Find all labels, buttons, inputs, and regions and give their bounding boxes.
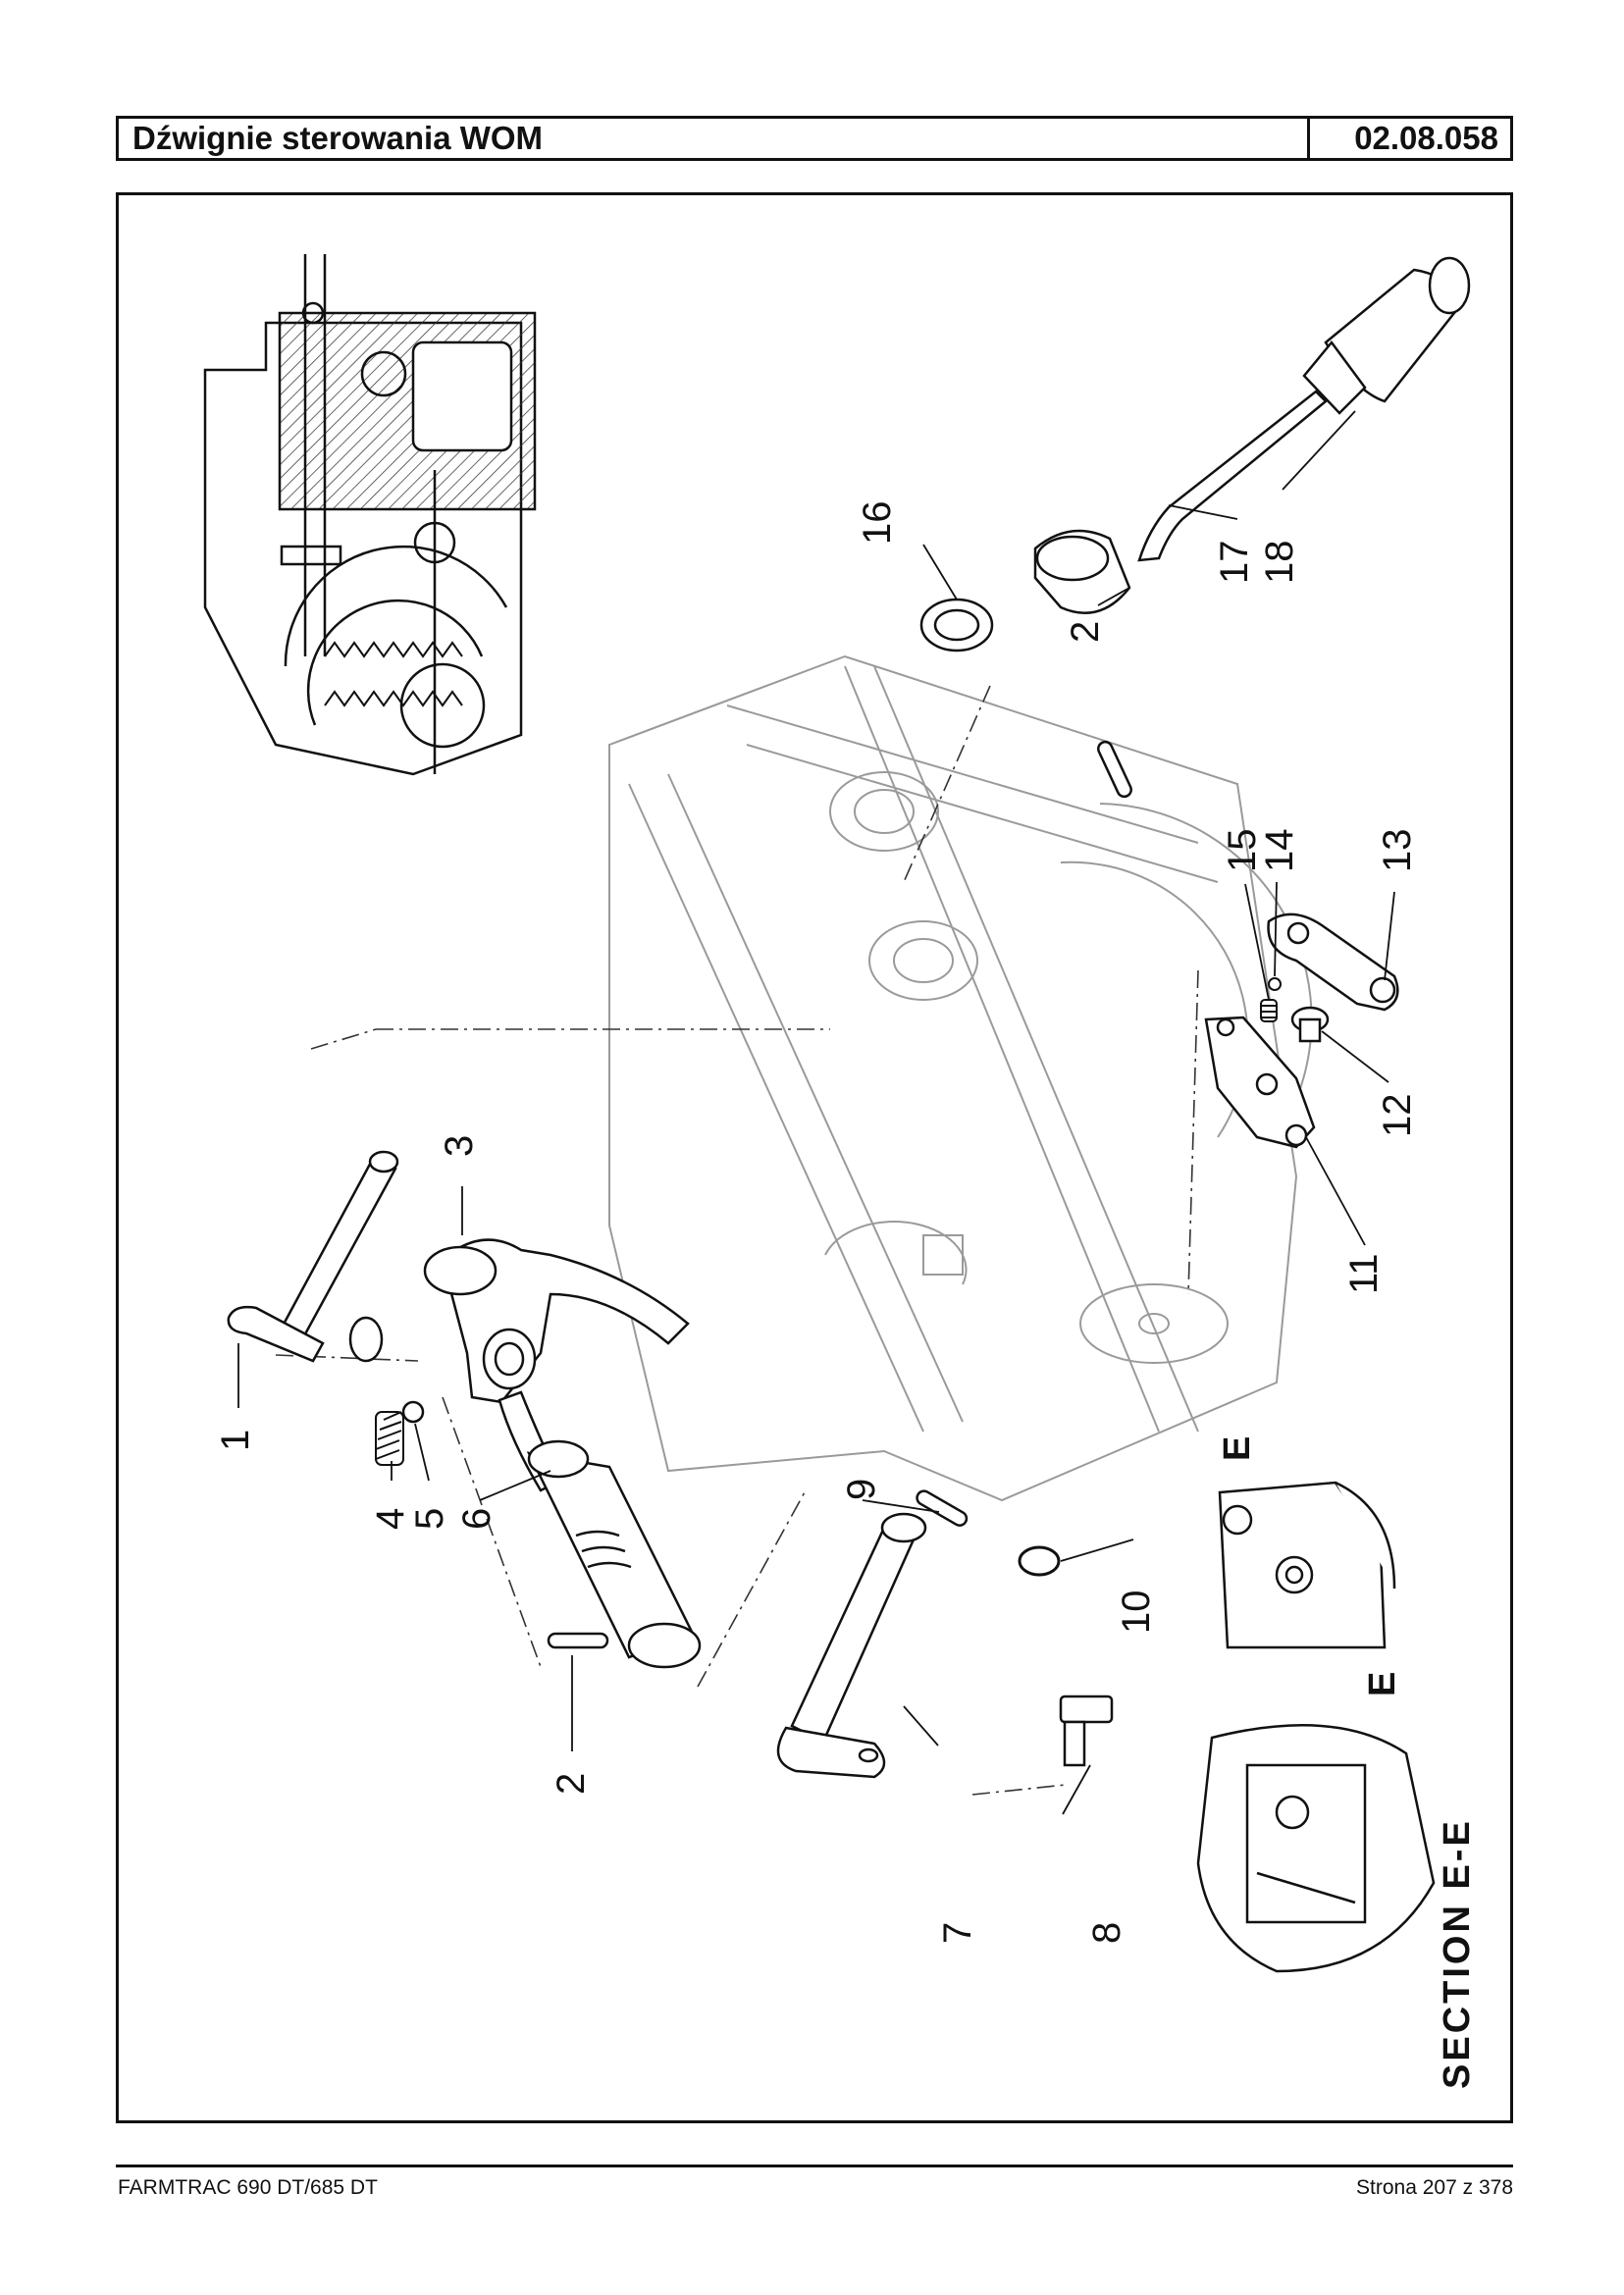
callout-3: 3 (438, 1135, 481, 1157)
part-5-ball (401, 1400, 425, 1424)
part-15-ball (1268, 977, 1282, 991)
callout-5: 5 (408, 1508, 451, 1530)
callout-17: 17 (1213, 541, 1256, 585)
part-2-roll-pin (547, 740, 1132, 1649)
chassis-outline (608, 654, 1313, 1502)
callout-labels: 1 3 4 5 6 2 7 8 9 10 11 12 13 14 15 16 1… (214, 501, 1478, 2090)
section-code: 02.08.058 (1307, 119, 1510, 158)
exploded-parts-diagram: 1 3 4 5 6 2 7 8 9 10 11 12 13 14 15 16 1… (203, 254, 1478, 2090)
callout-2: 2 (550, 1773, 593, 1795)
callout-11: 11 (1342, 1253, 1386, 1294)
callout-13: 13 (1376, 829, 1419, 873)
part-18-knob (1302, 256, 1471, 415)
diagram-frame: 1 3 4 5 6 2 7 8 9 10 11 12 13 14 15 16 1… (116, 192, 1513, 2123)
callout-6: 6 (455, 1508, 498, 1530)
callout-9: 9 (840, 1479, 883, 1500)
section-e-e-detail (1196, 1723, 1436, 1973)
footer-page-number: Strona 207 z 378 (1356, 2176, 1513, 2199)
callout-15: 15 (1221, 829, 1264, 873)
page-title: Dźwignie sterowania WOM (132, 120, 544, 156)
part-17-hand-lever (1033, 390, 1328, 615)
section-e-detail (1218, 1481, 1396, 1649)
footer-rule (116, 2165, 1513, 2167)
part-12-bolt (1290, 1006, 1330, 1043)
assembly-lines (275, 685, 1199, 1796)
callout-7: 7 (936, 1922, 979, 1944)
part-13-lever (1267, 913, 1399, 1012)
part-1-pin (227, 1150, 399, 1363)
part-14-spring (1260, 999, 1278, 1022)
part-9-pin (916, 1489, 969, 1527)
part-6-shaft (526, 1439, 702, 1669)
part-10-o-ring (1018, 1545, 1061, 1577)
callout-1: 1 (214, 1430, 257, 1451)
part-8-key (1059, 1695, 1114, 1767)
section-marker-top: E (1217, 1434, 1258, 1461)
part-4-spring (375, 1411, 404, 1466)
callout-14: 14 (1258, 829, 1301, 873)
footer-model: FARMTRAC 690 DT/685 DT (118, 2176, 378, 2199)
callout-10: 10 (1115, 1591, 1158, 1635)
leader-lines (237, 410, 1395, 1815)
callout-12: 12 (1376, 1094, 1419, 1138)
housing-cross-section (203, 254, 537, 776)
callout-4: 4 (369, 1508, 412, 1530)
header-bar: Dźwignie sterowania WOM 02.08.058 (116, 116, 1513, 161)
callout-16: 16 (856, 501, 899, 546)
part-11-plate (1204, 1016, 1316, 1149)
section-e-e-label: SECTION E-E (1437, 1818, 1478, 2089)
part-16-seal (919, 598, 994, 652)
callout-2b: 2 (1064, 621, 1107, 643)
callout-8: 8 (1085, 1922, 1128, 1944)
section-marker-bottom: E (1362, 1669, 1403, 1696)
callout-18: 18 (1258, 541, 1301, 585)
part-7-lever-shaft (776, 1512, 927, 1779)
